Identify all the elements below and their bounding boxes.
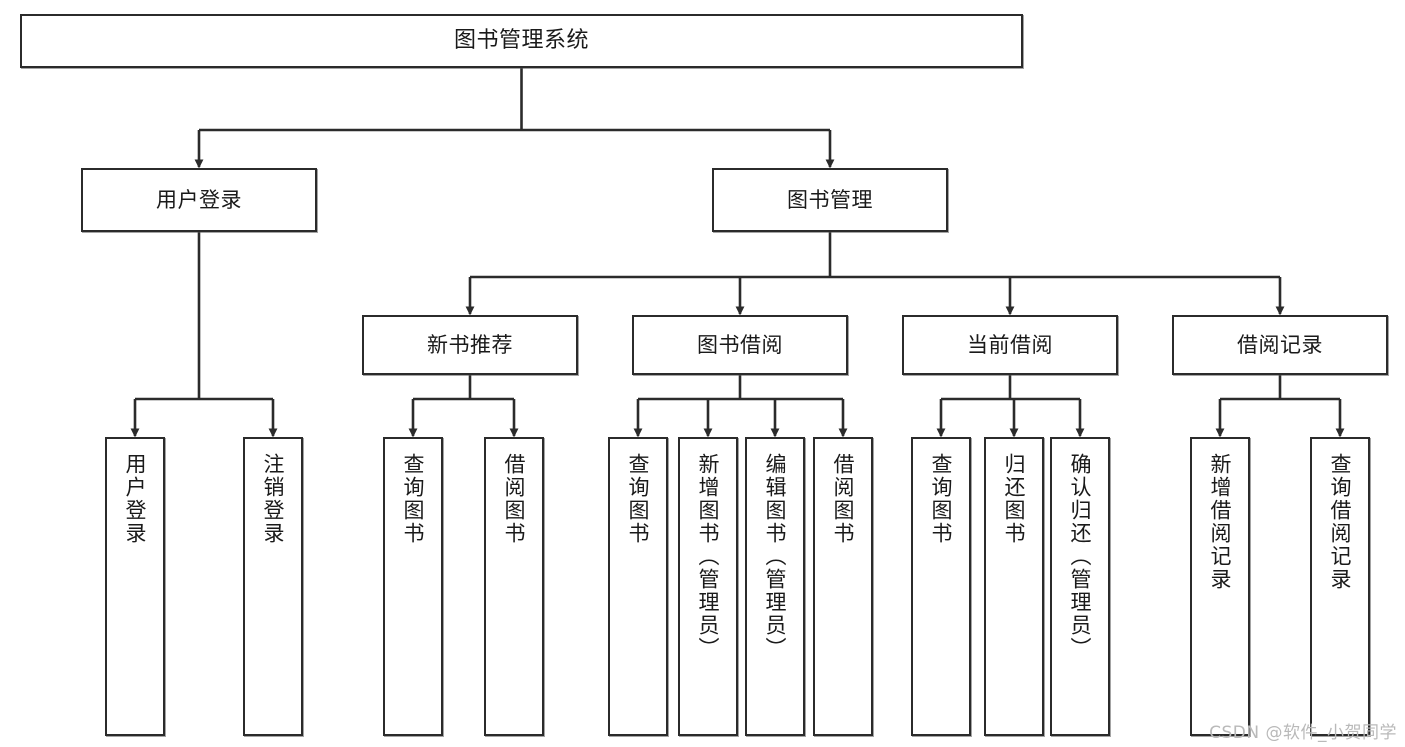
node-label: 图书管理	[787, 187, 873, 212]
node-label: 查询图书	[401, 453, 426, 545]
leaf-borrow-book-2[interactable]: 借阅图书	[813, 437, 873, 736]
node-label: 借阅图书	[831, 453, 856, 545]
leaf-query-book-3[interactable]: 查询图书	[911, 437, 971, 736]
node-label: 新增图书（管理员）	[696, 453, 721, 660]
node-label: 图书管理系统	[453, 28, 589, 54]
csdn-watermark: CSDN @软件_小贺同学	[1209, 723, 1397, 743]
leaf-logout[interactable]: 注销登录	[243, 437, 303, 736]
node-label: 新书推荐	[427, 332, 513, 357]
node-book-management[interactable]: 图书管理	[712, 168, 948, 232]
leaf-query-book-1[interactable]: 查询图书	[383, 437, 443, 736]
leaf-borrow-book-1[interactable]: 借阅图书	[484, 437, 544, 736]
node-user-login[interactable]: 用户登录	[81, 168, 317, 232]
node-new-book-recommendation[interactable]: 新书推荐	[362, 315, 578, 375]
leaf-return-book[interactable]: 归还图书	[984, 437, 1044, 736]
node-label: 查询图书	[929, 453, 954, 545]
leaf-add-book-admin[interactable]: 新增图书（管理员）	[678, 437, 738, 736]
node-label: 图书借阅	[697, 332, 783, 357]
leaf-query-borrow-record[interactable]: 查询借阅记录	[1310, 437, 1370, 736]
node-label: 查询图书	[626, 453, 651, 545]
node-label: 借阅记录	[1237, 332, 1323, 357]
leaf-confirm-return-admin[interactable]: 确认归还（管理员）	[1050, 437, 1110, 736]
node-label: 新增借阅记录	[1208, 453, 1233, 591]
leaf-user-login[interactable]: 用户登录	[105, 437, 165, 736]
node-book-borrowing[interactable]: 图书借阅	[632, 315, 848, 375]
node-label: 借阅图书	[502, 453, 527, 545]
node-label: 确认归还（管理员）	[1068, 453, 1093, 660]
node-label: 查询借阅记录	[1328, 453, 1353, 591]
node-label: 编辑图书（管理员）	[763, 453, 788, 660]
node-label: 用户登录	[123, 453, 148, 545]
node-label: 用户登录	[156, 187, 242, 212]
node-label: 当前借阅	[967, 332, 1053, 357]
leaf-add-borrow-record[interactable]: 新增借阅记录	[1190, 437, 1250, 736]
leaf-query-book-2[interactable]: 查询图书	[608, 437, 668, 736]
node-current-borrowing[interactable]: 当前借阅	[902, 315, 1118, 375]
node-label: 注销登录	[261, 453, 286, 545]
node-root-system[interactable]: 图书管理系统	[20, 14, 1023, 68]
node-borrow-records[interactable]: 借阅记录	[1172, 315, 1388, 375]
leaf-edit-book-admin[interactable]: 编辑图书（管理员）	[745, 437, 805, 736]
node-label: 归还图书	[1002, 453, 1027, 545]
